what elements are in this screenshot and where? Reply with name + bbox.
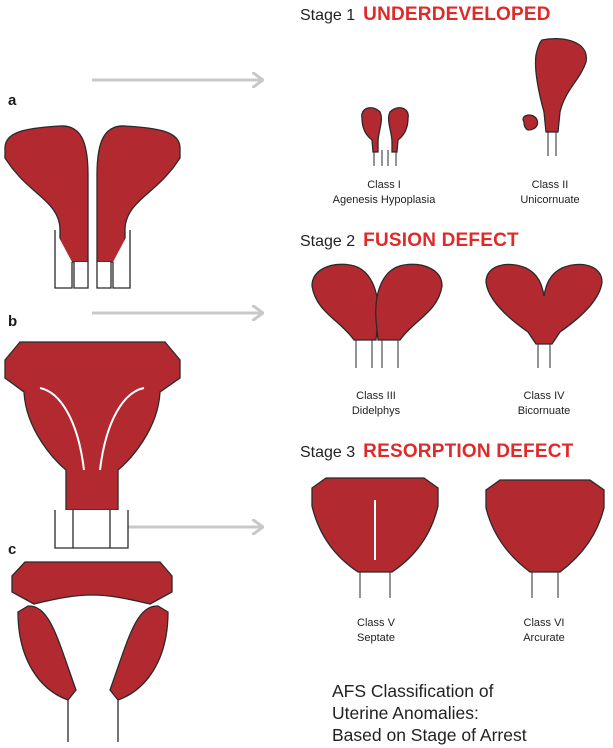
panel-label-a: a — [8, 92, 17, 109]
stage-1-heading: Stage 1 UNDERDEVELOPED — [300, 4, 551, 26]
stage-3-name: RESORPTION DEFECT — [363, 441, 574, 462]
class-1-title: Class I — [367, 179, 401, 191]
stage-3-label: Stage 3 — [300, 444, 356, 461]
class-1-drawing — [361, 107, 409, 166]
class-4-drawing — [485, 263, 603, 368]
class-3-subtitle: Didelphys — [351, 405, 401, 417]
footer-title: AFS Classification of Uterine Anomalies:… — [332, 680, 527, 746]
class-3-title: Class III — [356, 390, 396, 402]
class-2-subtitle: Unicornuate — [520, 194, 580, 206]
class-2-caption: Class II Unicornuate — [500, 178, 600, 208]
class-2-title: Class II — [531, 179, 569, 191]
class-4-caption: Class IV Bicornuate — [494, 389, 594, 419]
class-5-drawing — [311, 477, 439, 598]
stage-2-heading: Stage 2 FUSION DEFECT — [300, 230, 519, 252]
panel-label-c: c — [8, 541, 17, 558]
class-1-caption: Class I Agenesis Hypoplasia — [314, 178, 454, 208]
stage-2-name: FUSION DEFECT — [363, 230, 519, 251]
stage-2-label: Stage 2 — [300, 233, 356, 250]
class-3-caption: Class III Didelphys — [326, 389, 426, 419]
class-6-title: Class VI — [523, 617, 565, 629]
class-6-subtitle: Arcurate — [523, 632, 565, 644]
class-5-subtitle: Septate — [357, 632, 395, 644]
stage-1-name: UNDERDEVELOPED — [363, 4, 551, 25]
class-2-drawing — [522, 37, 587, 156]
class-3-drawing — [311, 263, 443, 368]
class-4-title: Class IV — [523, 390, 565, 402]
class-6-drawing — [485, 479, 605, 598]
panel-c-drawing — [11, 561, 173, 742]
panel-label-b: b — [8, 313, 18, 330]
class-6-caption: Class VI Arcurate — [494, 616, 594, 646]
class-5-caption: Class V Septate — [326, 616, 426, 646]
stage-3-heading: Stage 3 RESORPTION DEFECT — [300, 441, 573, 463]
class-1-subtitle: Agenesis Hypoplasia — [332, 194, 436, 206]
footer-line-3: Based on Stage of Arrest — [332, 725, 527, 745]
footer-line-2: Uterine Anomalies: — [332, 703, 479, 723]
panel-a-drawing — [4, 125, 181, 289]
panel-b-drawing — [4, 341, 181, 549]
stage-1-label: Stage 1 — [300, 7, 356, 24]
class-4-subtitle: Bicornuate — [517, 405, 571, 417]
class-5-title: Class V — [357, 617, 395, 629]
footer-line-1: AFS Classification of — [332, 681, 494, 701]
